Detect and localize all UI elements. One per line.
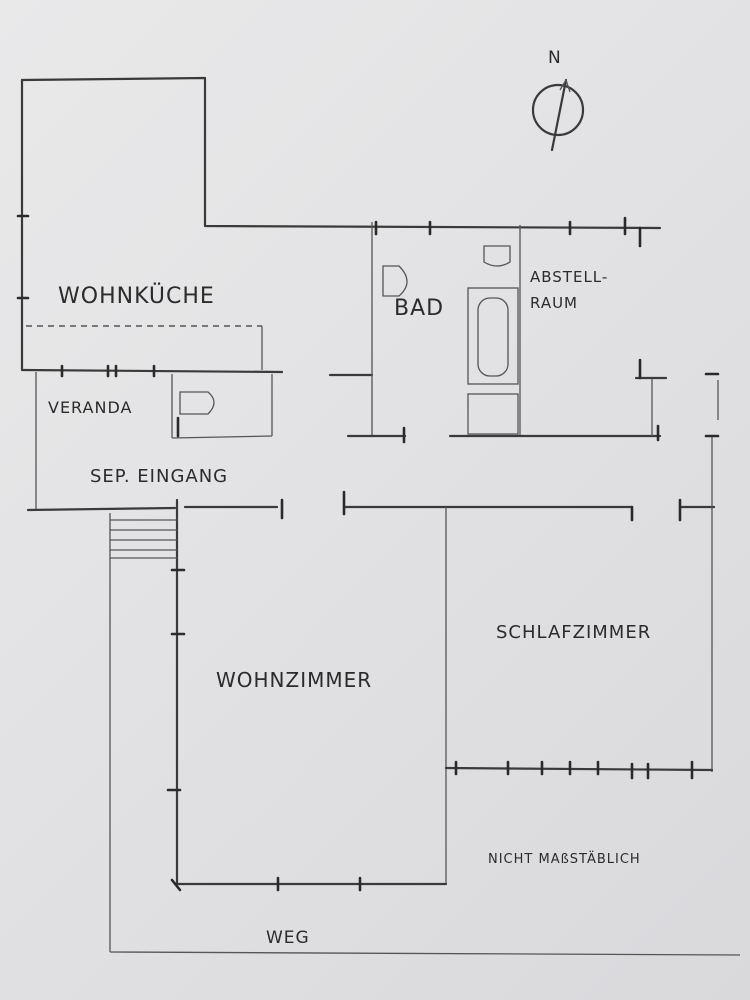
wohnkueche-walls [20,76,662,374]
entrance-stairs [109,513,177,952]
north-compass-icon [531,78,585,152]
veranda-walls [26,372,273,512]
livingroom-walls [173,498,448,886]
path-outline [109,951,741,956]
room-label-eingang: SEP. EINGANG [90,466,229,487]
scale-note: NICHT MAßSTÄBLICH [488,852,641,867]
shower-tray-icon [467,393,519,435]
bathroom-walls [328,222,668,438]
room-label-abstellraum: ABSTELL- RAUM [530,268,609,312]
bad-toilet-icon [382,265,408,297]
wall-ticks [16,214,720,892]
room-label-wohnkueche: WOHNKÜCHE [58,284,215,309]
bathtub-icon [467,287,519,385]
room-label-schlafzimmer: SCHLAFZIMMER [496,622,652,643]
bad-sink-icon [483,245,511,267]
bedroom-walls [183,380,719,884]
path-label-weg: WEG [266,928,310,948]
room-label-wohnzimmer: WOHNZIMMER [216,668,373,692]
compass-north-label: N [548,48,562,68]
veranda-toilet-icon [179,391,215,415]
room-label-veranda: VERANDA [48,398,133,417]
room-label-bad: BAD [394,296,445,321]
